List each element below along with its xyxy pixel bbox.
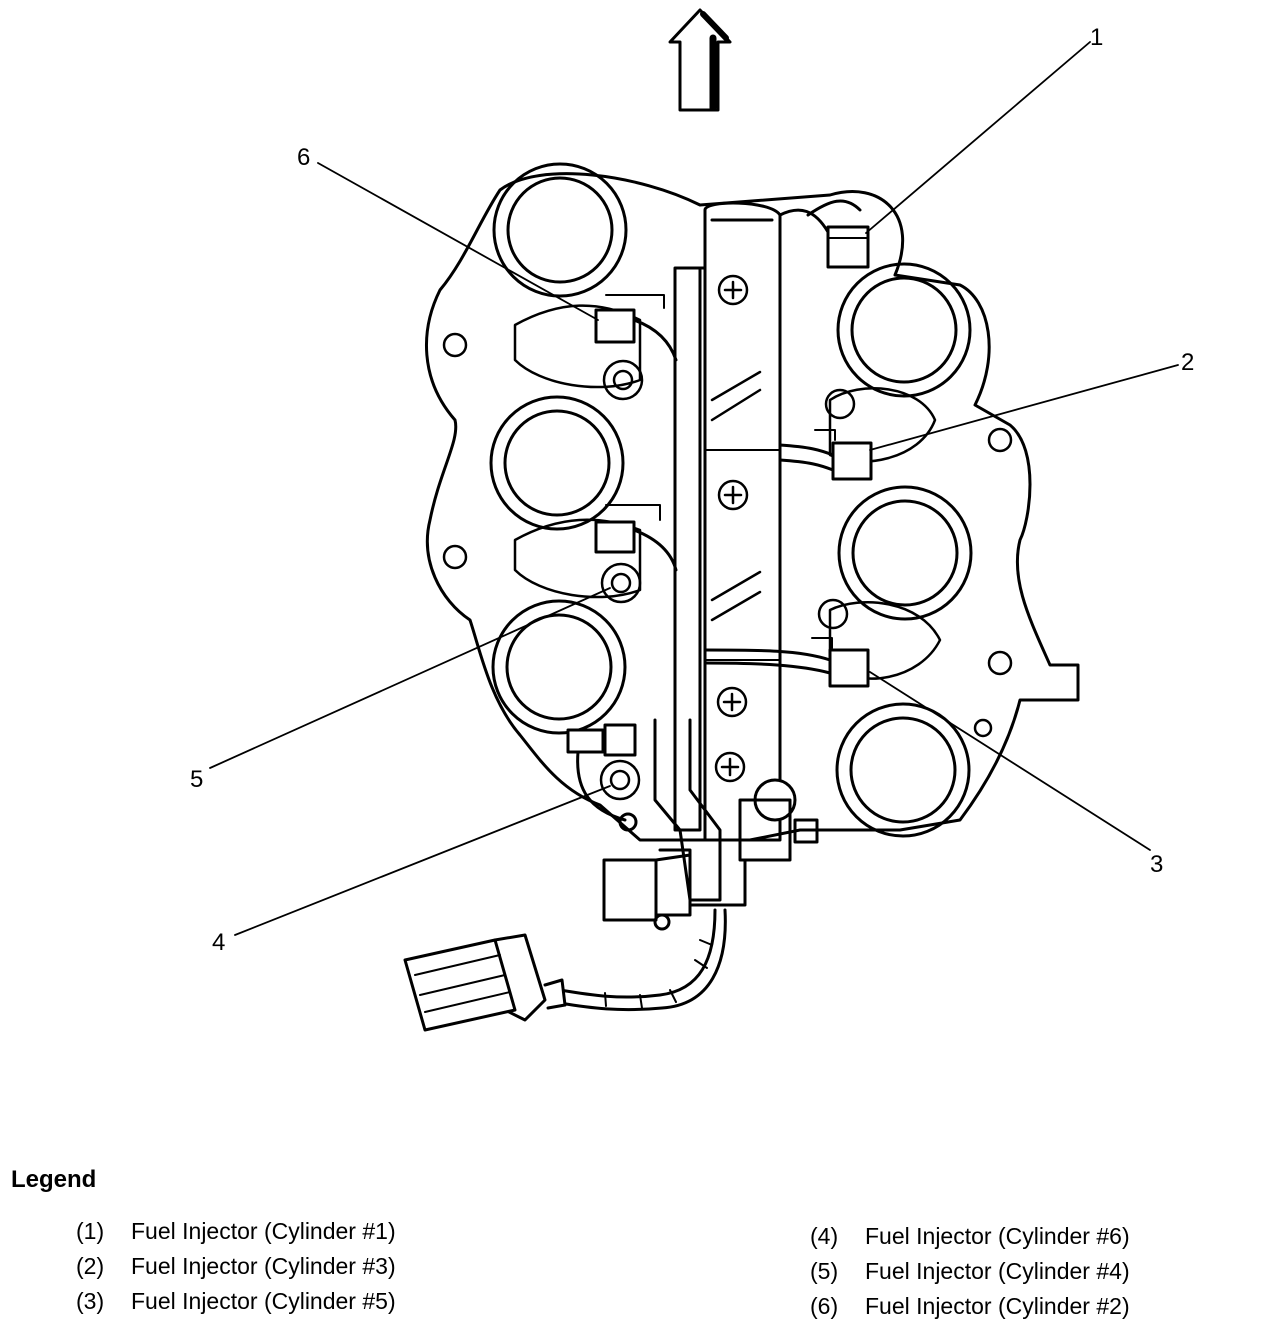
legend-item-text: Fuel Injector (Cylinder #6) [865, 1223, 1130, 1249]
legend-item-number: (6) [810, 1293, 839, 1319]
legend-right-column: (4) Fuel Injector (Cylinder #6) (5) Fuel I… [810, 1219, 1130, 1324]
callout-6: 6 [297, 144, 310, 171]
fuel-line-assembly [602, 718, 819, 931]
legend-item-text: Fuel Injector (Cylinder #2) [865, 1293, 1130, 1319]
callout-4: 4 [212, 929, 225, 956]
fuel-injector-6 [594, 294, 678, 362]
legend-item-6: (6) Fuel Injector (Cylinder #2) [810, 1289, 1130, 1324]
left-runner-ports [489, 162, 628, 735]
fuel-injector-5 [594, 504, 678, 572]
wiring-harness [558, 908, 727, 1012]
callout-2: 2 [1181, 349, 1194, 376]
manifold-pockets [513, 304, 942, 680]
callout-3: 3 [1150, 851, 1163, 878]
fuel-injector-3 [703, 637, 870, 688]
legend-item-4: (4) Fuel Injector (Cylinder #6) [810, 1219, 1130, 1254]
flange-bolt-holes [442, 332, 1013, 738]
leader-lines [209, 41, 1179, 936]
legend-item-3: (3) Fuel Injector (Cylinder #5) [76, 1284, 396, 1319]
fuel-injector-4 [566, 723, 638, 832]
front-arrow-icon [668, 8, 732, 112]
legend-title: Legend [11, 1166, 97, 1193]
legend-item-number: (2) [76, 1253, 105, 1279]
legend-left-column: (1) Fuel Injector (Cylinder #1) (2) Fuel I… [76, 1214, 396, 1319]
left-mount-bosses [599, 359, 856, 801]
harness-connector [403, 933, 567, 1032]
intake-manifold-outline [425, 172, 1080, 842]
legend-item-text: Fuel Injector (Cylinder #3) [131, 1253, 396, 1279]
fuel-injector-2 [778, 429, 873, 481]
fuel-injector-1 [778, 199, 870, 269]
legend-item-number: (4) [810, 1223, 839, 1249]
callout-1: 1 [1090, 24, 1103, 51]
legend-item-1: (1) Fuel Injector (Cylinder #1) [76, 1214, 396, 1249]
right-runner-ports [835, 262, 973, 838]
legend-item-number: (3) [76, 1288, 105, 1314]
legend-item-text: Fuel Injector (Cylinder #5) [131, 1288, 396, 1314]
legend-item-text: Fuel Injector (Cylinder #1) [131, 1218, 396, 1244]
legend-item-number: (5) [810, 1258, 839, 1284]
legend-item-text: Fuel Injector (Cylinder #4) [865, 1258, 1130, 1284]
legend-item-number: (1) [76, 1218, 105, 1244]
callout-5: 5 [190, 766, 203, 793]
fuel-rail-bolts [714, 274, 749, 783]
fuel-injector-diagram: 1 2 3 4 5 6 [190, 8, 1194, 1032]
legend-item-5: (5) Fuel Injector (Cylinder #4) [810, 1254, 1130, 1289]
fuel-rail [673, 201, 782, 842]
legend-item-2: (2) Fuel Injector (Cylinder #3) [76, 1249, 396, 1284]
